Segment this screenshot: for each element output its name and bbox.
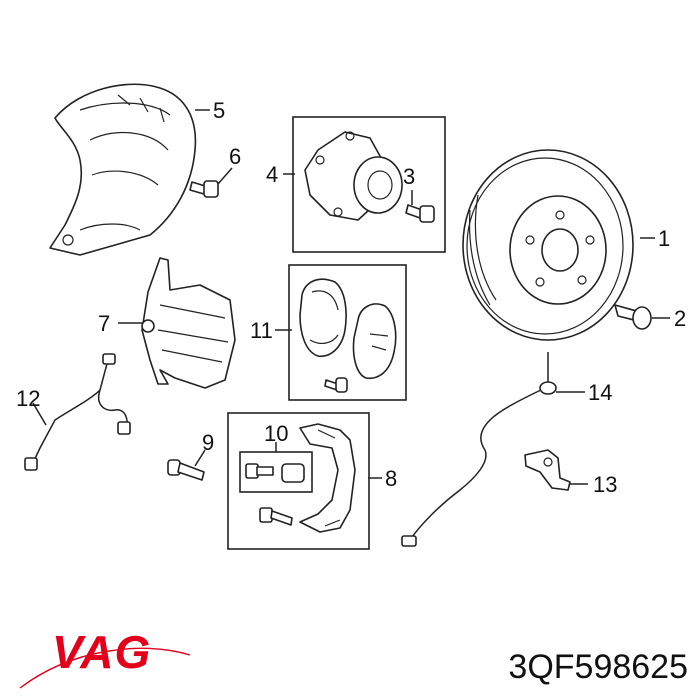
callout-11: 11 [250,318,273,343]
hub-kit-box [292,116,446,253]
brake-pad-box [288,264,407,401]
vag-logo-text: VAG [52,626,151,678]
callout-6: 6 [229,144,241,169]
callout-12: 12 [16,386,40,411]
brake-caliper-part-7 [141,257,236,389]
callout-1: 1 [658,226,670,251]
vag-logo: VAG [19,626,191,689]
brake-hose-part-12 [24,353,131,471]
bolt-part-9 [167,459,205,481]
callout-3: 3 [403,164,415,189]
callout-13: 13 [593,472,617,497]
callout-9: 9 [202,430,214,455]
callout-14: 14 [588,380,612,405]
brake-disc-part-1 [462,149,634,341]
screw-part-2 [614,304,652,330]
leader-lines [32,109,670,485]
abs-sensor-cable-part-14 [401,352,557,547]
callout-5: 5 [213,98,225,123]
callout-2: 2 [674,306,686,331]
caliper-bracket-part-8 [259,423,356,533]
abs-sensor-part-13 [524,449,571,491]
caliper-bracket-box [227,412,370,550]
callout-4: 4 [266,162,278,187]
part-number: 3QF598625 [508,648,688,686]
bolt-part-6 [189,180,219,198]
callout-8: 8 [385,466,397,491]
guide-pins-part-10 [245,463,305,483]
splash-shield-part-5 [49,83,197,256]
brake-pads-part-11 [299,278,397,393]
callout-7: 7 [98,311,110,336]
bolt-part-3 [405,204,435,223]
wheel-hub-part-4 [304,131,403,221]
callout-10: 10 [264,421,288,446]
